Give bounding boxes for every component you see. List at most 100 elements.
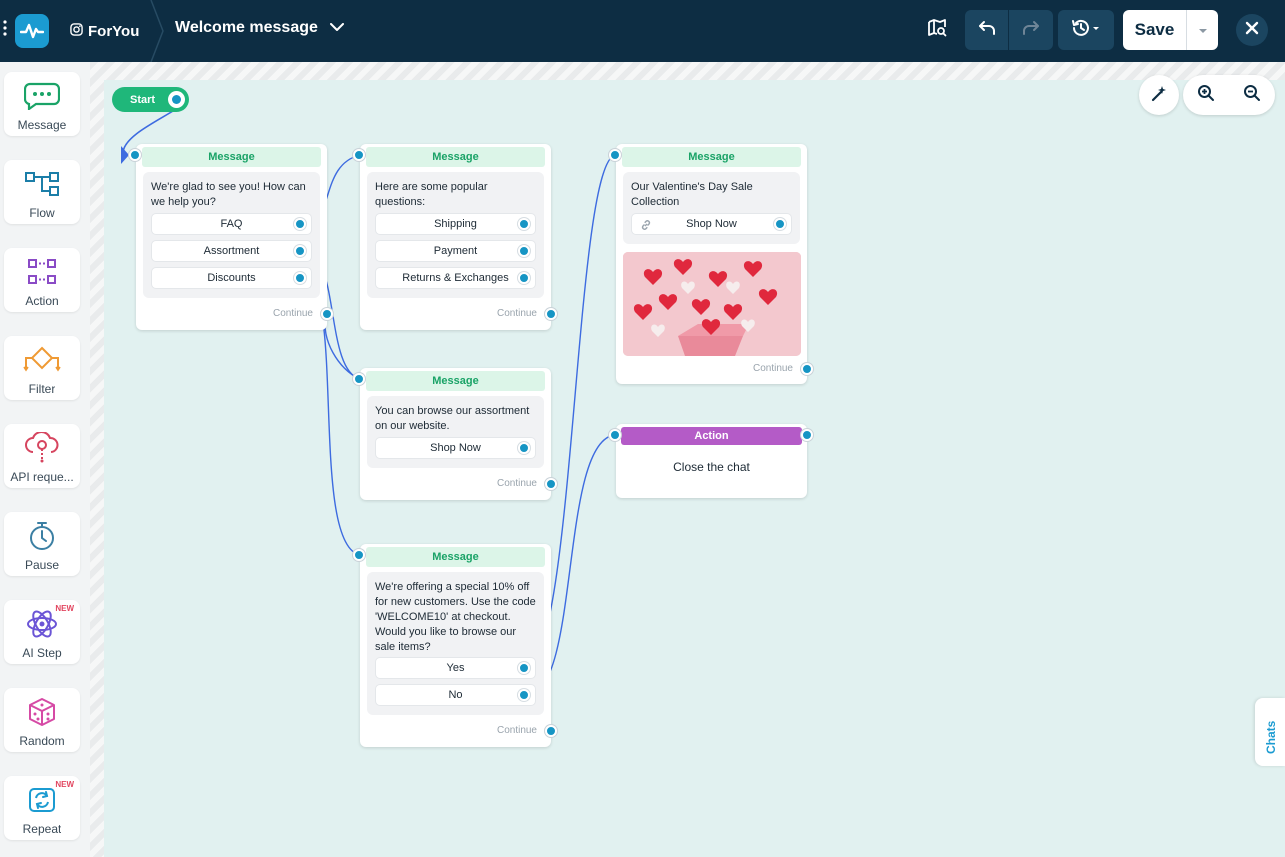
tool-action[interactable]: Action <box>4 248 80 312</box>
api-cloud-icon <box>22 432 62 464</box>
close-button[interactable] <box>1236 14 1268 46</box>
flow-icon <box>22 168 62 200</box>
input-port[interactable] <box>353 549 365 561</box>
continue-label: Continue <box>496 308 537 319</box>
history-button[interactable] <box>1058 10 1114 50</box>
quick-reply-button[interactable]: Payment <box>375 240 536 262</box>
tool-api-request[interactable]: API reque... <box>4 424 80 488</box>
chats-tab[interactable]: Chats <box>1255 698 1285 766</box>
button-label: Returns & Exchanges <box>402 272 509 284</box>
tool-flow[interactable]: Flow <box>4 160 80 224</box>
action-icon <box>22 256 62 288</box>
history-icon <box>1071 19 1101 42</box>
quick-reply-button[interactable]: Shipping <box>375 213 536 235</box>
input-port[interactable] <box>129 149 141 161</box>
button-port[interactable] <box>518 245 530 257</box>
action-description: Close the chat <box>673 460 750 474</box>
node-title: Message <box>366 547 545 567</box>
button-port[interactable] <box>518 689 530 701</box>
quick-reply-button[interactable]: Discounts <box>151 267 312 289</box>
button-label: Yes <box>446 662 465 674</box>
message-text: We're glad to see you! How can we help y… <box>151 181 306 208</box>
message-node-valentine[interactable]: Message Our Valentine's Day Sale Collect… <box>609 144 813 384</box>
button-label: FAQ <box>220 218 243 230</box>
zoom-in-icon <box>1197 84 1215 107</box>
flow-title: Welcome message <box>175 19 318 36</box>
chevron-down-icon <box>329 19 344 37</box>
message-node-assortment[interactable]: Message You can browse our assortment on… <box>353 368 557 500</box>
start-port[interactable] <box>168 91 185 108</box>
button-port[interactable] <box>294 245 306 257</box>
zoom-in-button[interactable] <box>1183 75 1229 115</box>
quick-reply-button[interactable]: Assortment <box>151 240 312 262</box>
continue-port[interactable] <box>801 363 813 375</box>
continue-label: Continue <box>496 725 537 736</box>
input-port[interactable] <box>609 149 621 161</box>
save-button[interactable]: Save <box>1134 20 1175 39</box>
continue-port[interactable] <box>545 478 557 490</box>
continue-port[interactable] <box>545 725 557 737</box>
input-port[interactable] <box>353 373 365 385</box>
start-node[interactable]: Start <box>112 87 189 112</box>
message-node-discounts[interactable]: Message We're offering a special 10% off… <box>353 544 557 747</box>
zoom-out-icon <box>1243 84 1261 107</box>
button-label: Discounts <box>207 272 256 284</box>
message-content: We're offering a special 10% off for new… <box>367 572 544 715</box>
quick-reply-button[interactable]: No <box>375 684 536 706</box>
button-label: Payment <box>433 245 478 257</box>
quick-reply-button[interactable]: FAQ <box>151 213 312 235</box>
undo-button[interactable] <box>965 10 1009 50</box>
continue-port[interactable] <box>545 308 557 320</box>
redo-button[interactable] <box>1009 10 1053 50</box>
tool-message[interactable]: Message <box>4 72 80 136</box>
continue-port[interactable] <box>321 308 333 320</box>
breadcrumb-separator <box>150 0 164 62</box>
more-menu-icon[interactable] <box>2 18 8 44</box>
message-text: We're offering a special 10% off for new… <box>375 581 536 653</box>
tool-ai-step[interactable]: NEW AI Step <box>4 600 80 664</box>
button-port[interactable] <box>518 218 530 230</box>
input-port[interactable] <box>609 429 621 441</box>
message-content: Here are some popular questions: Shippin… <box>367 172 544 298</box>
tool-label: Filter <box>28 382 56 396</box>
message-node-welcome[interactable]: Message We're glad to see you! How can w… <box>129 144 333 330</box>
tool-random[interactable]: Random <box>4 688 80 752</box>
app-logo[interactable] <box>15 14 49 48</box>
channel-breadcrumb[interactable]: ForYou <box>70 20 139 42</box>
start-label: Start <box>130 93 156 106</box>
undo-redo-group <box>965 10 1053 50</box>
button-port[interactable] <box>518 662 530 674</box>
map-search-button[interactable] <box>920 10 954 50</box>
button-port[interactable] <box>774 218 786 230</box>
tool-filter[interactable]: Filter <box>4 336 80 400</box>
quick-reply-button[interactable]: Shop Now <box>375 437 536 459</box>
button-port[interactable] <box>294 272 306 284</box>
ai-atom-icon <box>22 608 62 640</box>
action-node-close-chat[interactable]: Action Close the chat <box>609 424 813 498</box>
save-options-button[interactable] <box>1186 10 1218 50</box>
tool-pause[interactable]: Pause <box>4 512 80 576</box>
message-node-faq[interactable]: Message Here are some popular questions:… <box>353 144 557 330</box>
tool-label: Message <box>17 118 67 132</box>
tool-label: AI Step <box>22 646 62 660</box>
instagram-icon <box>70 22 83 40</box>
tool-sidebar: Message Flow Action Filter API reque... … <box>0 62 90 857</box>
message-content: Our Valentine's Day Sale Collection Shop… <box>623 172 800 244</box>
node-title: Message <box>366 147 545 167</box>
button-port[interactable] <box>518 272 530 284</box>
zoom-out-button[interactable] <box>1229 75 1275 115</box>
quick-reply-button[interactable]: Yes <box>375 657 536 679</box>
auto-arrange-button[interactable] <box>1139 75 1179 115</box>
button-port[interactable] <box>294 218 306 230</box>
flow-title-dropdown[interactable]: Welcome message <box>175 19 344 37</box>
tool-repeat[interactable]: NEW Repeat <box>4 776 80 840</box>
button-port[interactable] <box>518 442 530 454</box>
filter-icon <box>22 344 62 376</box>
map-search-icon <box>927 18 947 43</box>
repeat-icon <box>22 784 62 816</box>
input-port[interactable] <box>353 149 365 161</box>
output-port[interactable] <box>801 429 813 441</box>
quick-reply-button[interactable]: Returns & Exchanges <box>375 267 536 289</box>
url-button[interactable]: Shop Now <box>631 213 792 235</box>
message-text: Here are some popular questions: <box>375 181 488 208</box>
